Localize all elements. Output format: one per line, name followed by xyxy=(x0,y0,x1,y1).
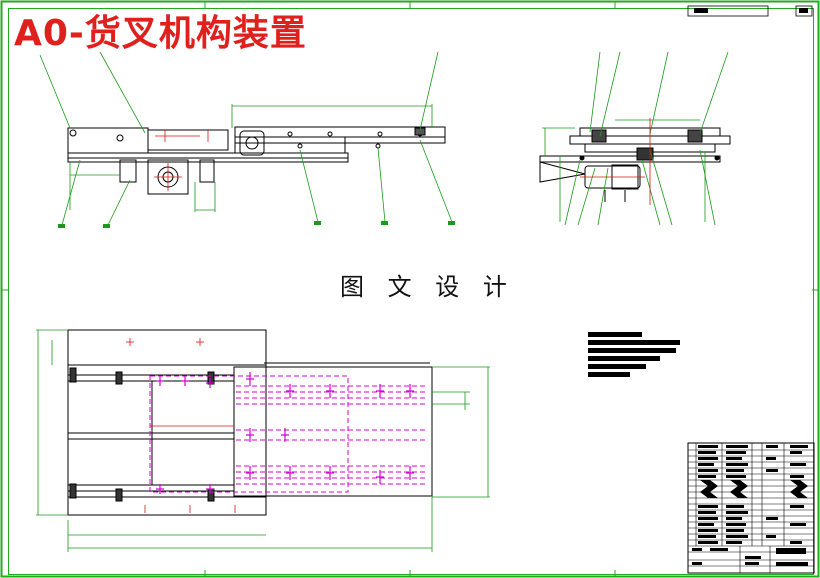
front-view-leaders xyxy=(39,51,453,226)
title-block xyxy=(687,442,815,574)
front-view-centerlines xyxy=(154,130,209,191)
plan-view-dimensions xyxy=(36,329,490,552)
front-view-dimensions xyxy=(69,104,433,212)
side-view xyxy=(539,127,731,202)
technical-notes-block xyxy=(588,332,680,377)
drawing-title: A0-货叉机构装置 xyxy=(14,13,307,54)
front-view xyxy=(67,126,446,195)
plan-view xyxy=(67,329,433,516)
plan-view-centerlines xyxy=(126,338,236,513)
side-view-leaders xyxy=(564,51,729,226)
inner-border xyxy=(8,8,814,575)
side-view-dimensions xyxy=(542,119,706,222)
plan-view-fasteners xyxy=(156,372,414,494)
drawing-code-box xyxy=(687,5,813,17)
watermark-text: 图 文 设 计 xyxy=(340,273,515,301)
plan-view-hidden-lines xyxy=(149,375,428,493)
side-view-centerlines xyxy=(580,118,651,205)
front-view-balloons xyxy=(58,221,455,228)
